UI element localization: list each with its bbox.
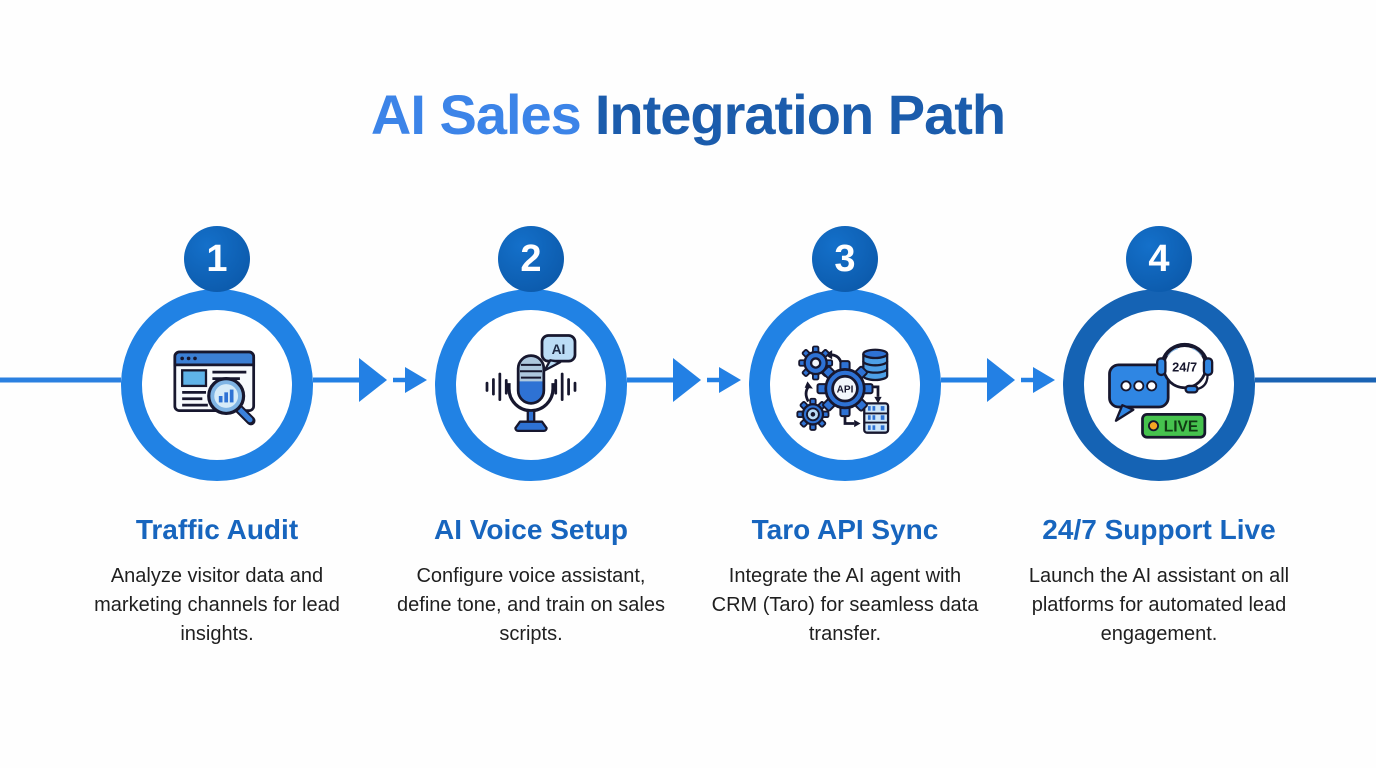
api-gears-database-icon: API	[790, 330, 900, 440]
step-3-number-badge: 3	[812, 226, 878, 292]
step-1-number-badge: 1	[184, 226, 250, 292]
step-1-description: Analyze visitor data and marketing chann…	[94, 565, 340, 645]
step-3-title: Taro API Sync	[751, 514, 939, 545]
microphone-soundwave-icon: AI	[476, 330, 586, 440]
chat-headset-live-icon: 24/7 LIVE	[1104, 330, 1214, 440]
step-2-description: Configure voice assistant, define tone, …	[397, 565, 665, 645]
step-4-title: 24/7 Support Live	[1042, 514, 1276, 545]
step-4-description: Launch the AI assistant on all platforms…	[1028, 565, 1290, 645]
api-gear-label: API	[837, 384, 854, 395]
page-title-part1: AI Sales	[370, 83, 582, 146]
browser-analytics-magnifier-icon	[162, 330, 272, 440]
live-badge-label: LIVE	[1164, 418, 1199, 435]
step-2-number-badge: 2	[498, 226, 564, 292]
step-1-title: Traffic Audit	[135, 514, 299, 545]
step-3-description: Integrate the AI agent with CRM (Taro) f…	[711, 565, 979, 645]
step-4-number-badge: 4	[1126, 226, 1192, 292]
step-2-title: AI Voice Setup	[434, 514, 628, 545]
page-title-part2: Integration Path	[594, 83, 1006, 146]
clock-24-7-label: 24/7	[1172, 359, 1197, 374]
ai-bubble-label: AI	[552, 342, 566, 357]
